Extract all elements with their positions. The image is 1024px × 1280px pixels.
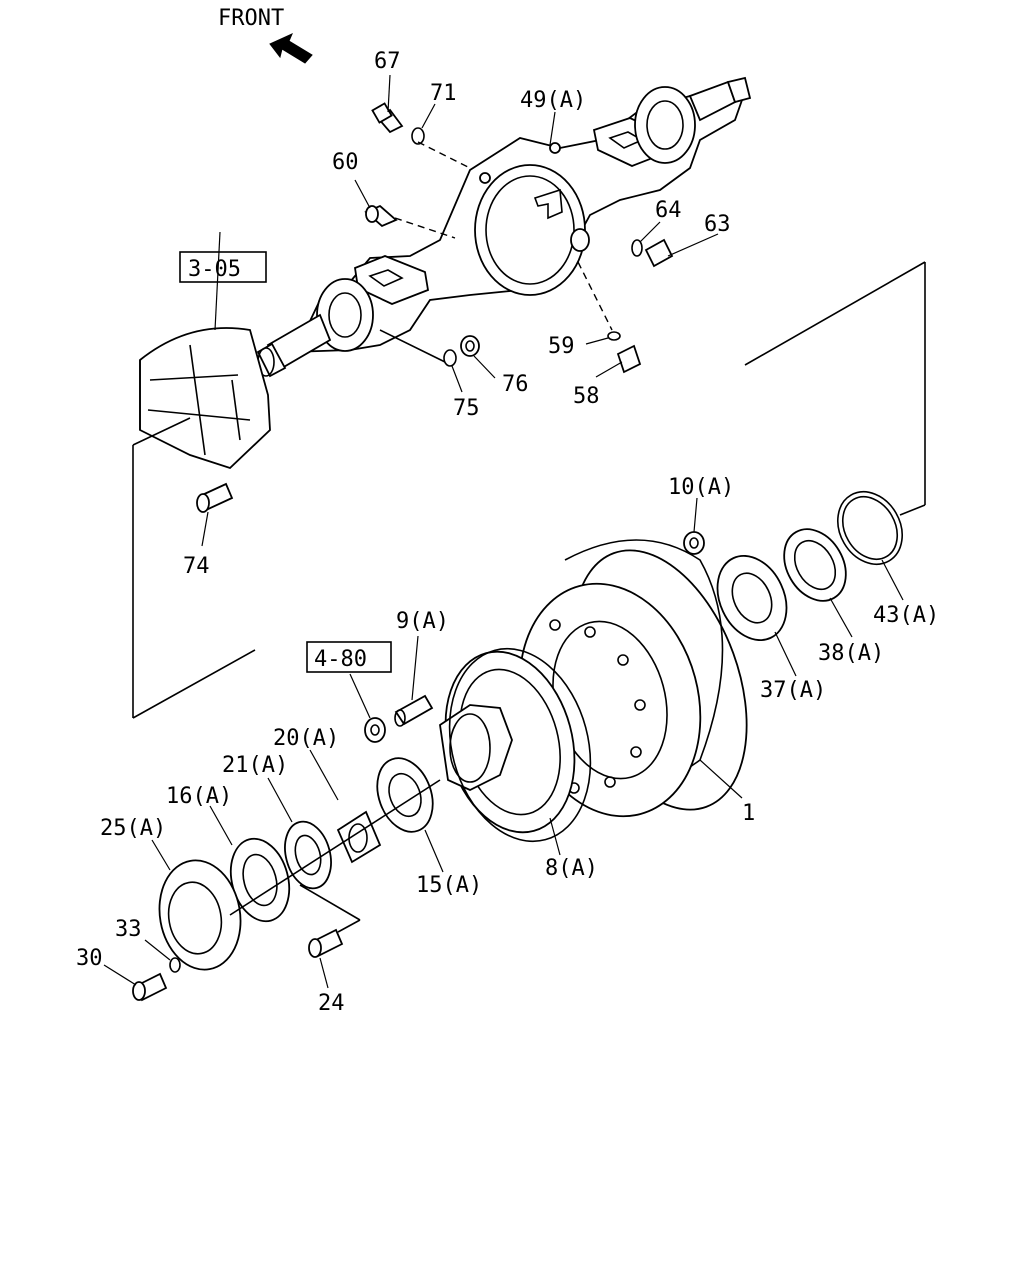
callout-59: 59 <box>548 334 575 359</box>
lock-washer-20 <box>336 810 382 864</box>
bolt-67 <box>371 102 404 134</box>
leader-lines <box>103 74 904 989</box>
callout-9A: 9(A) <box>396 609 449 634</box>
callout-15A: 15(A) <box>416 873 482 898</box>
callout-67: 67 <box>374 49 401 74</box>
bolt-74 <box>196 482 234 513</box>
callout-labels: 67 71 49(A) 60 64 63 59 58 76 75 74 10(A… <box>76 49 939 1016</box>
front-arrow-icon <box>269 33 313 64</box>
callout-58: 58 <box>573 384 600 409</box>
callout-63: 63 <box>704 212 731 237</box>
snap-ring-43 <box>837 491 903 565</box>
reference-box-3-05: 3-05 <box>179 251 267 283</box>
callout-10A: 10(A) <box>668 475 734 500</box>
washer-64 <box>631 239 643 257</box>
washer-33 <box>169 957 181 973</box>
reference-text-4-80: 4-80 <box>314 647 367 672</box>
callout-30: 30 <box>76 946 103 971</box>
nut-76 <box>460 335 480 357</box>
callout-43A: 43(A) <box>873 603 939 628</box>
plug-63 <box>644 238 674 268</box>
bearing-37 <box>716 554 788 642</box>
gasket-8 <box>448 647 592 843</box>
reference-text-3-05: 3-05 <box>188 257 241 282</box>
assembly-lines <box>132 141 926 933</box>
callout-64: 64 <box>655 198 682 223</box>
backing-plate <box>139 327 271 470</box>
bearing-15 <box>376 757 434 833</box>
axle-housing <box>256 76 752 378</box>
reference-box-4-80: 4-80 <box>306 641 392 673</box>
callout-20A: 20(A) <box>273 726 339 751</box>
front-label: FRONT <box>218 6 284 31</box>
stud-9 <box>394 694 434 727</box>
callout-38A: 38(A) <box>818 641 884 666</box>
callout-8A: 8(A) <box>545 856 598 881</box>
callout-25A: 25(A) <box>100 816 166 841</box>
callout-71: 71 <box>430 81 457 106</box>
callout-75: 75 <box>453 396 480 421</box>
callout-21A: 21(A) <box>222 753 288 778</box>
callout-24: 24 <box>318 991 345 1016</box>
callout-74: 74 <box>183 554 210 579</box>
callout-33: 33 <box>115 917 142 942</box>
washer-75 <box>443 349 457 367</box>
bolt-24 <box>308 928 344 958</box>
washer-59 <box>607 331 621 341</box>
bolt-30 <box>132 972 168 1002</box>
callout-16A: 16(A) <box>166 784 232 809</box>
oil-seal-38 <box>783 528 847 602</box>
callout-37A: 37(A) <box>760 678 826 703</box>
callout-76: 76 <box>502 372 529 397</box>
plug-58 <box>616 344 642 374</box>
callout-60: 60 <box>332 150 359 175</box>
snap-ring-71 <box>411 127 425 145</box>
callout-1: 1 <box>742 801 755 826</box>
plug-60 <box>364 204 398 228</box>
callout-49A: 49(A) <box>520 88 586 113</box>
nut-10 <box>683 531 705 555</box>
nut-4-80 <box>364 717 386 743</box>
